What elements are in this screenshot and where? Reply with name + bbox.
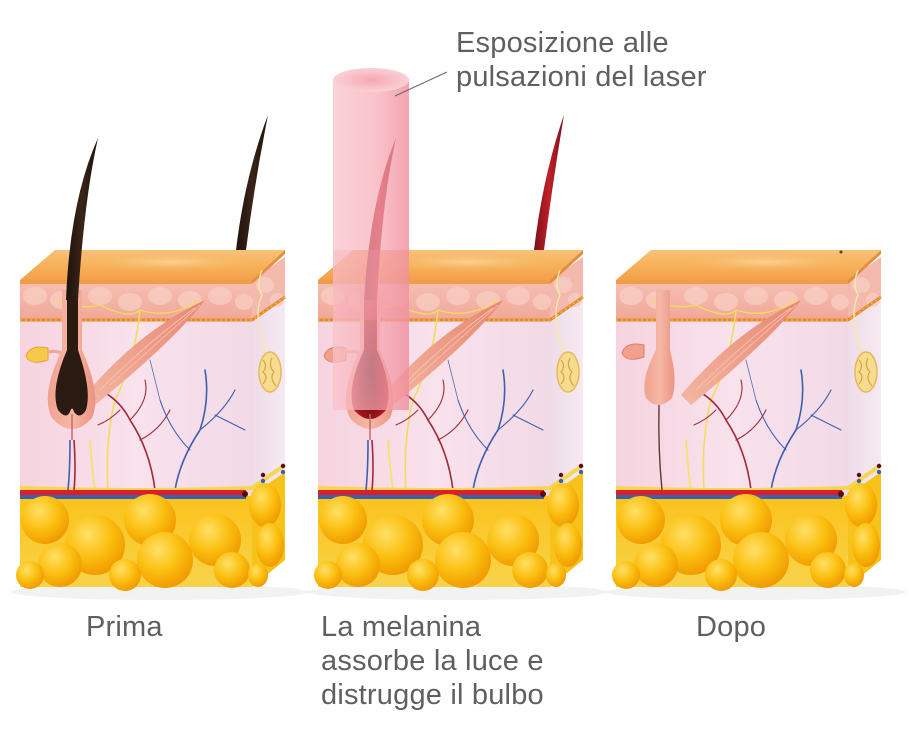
panel-after xyxy=(604,248,908,602)
caption-during-line-2: assorbe la luce e xyxy=(321,645,544,677)
caption-after: Dopo xyxy=(696,610,766,644)
caption-during-line-3: distrugge il bulbo xyxy=(321,679,544,711)
caption-before-text: Prima xyxy=(86,611,163,643)
panel-before xyxy=(8,115,312,602)
laser-exposure-callout: Esposizione alle pulsazioni del laser xyxy=(456,26,707,94)
hair-bulb xyxy=(55,300,88,416)
empty-follicle xyxy=(644,290,675,405)
callout-line-2: pulsazioni del laser xyxy=(456,61,707,93)
caption-before: Prima xyxy=(86,610,163,644)
callout-leader-line xyxy=(394,71,448,97)
hair-shaft-secondary xyxy=(236,115,268,250)
callout-line-1: Esposizione alle xyxy=(456,27,669,59)
laser-beam xyxy=(333,68,409,410)
caption-after-text: Dopo xyxy=(696,611,767,643)
caption-during: La melanina assorbe la luce e distrugge … xyxy=(321,610,544,712)
hair-shaft xyxy=(66,138,98,300)
caption-during-line-1: La melanina xyxy=(321,611,482,643)
